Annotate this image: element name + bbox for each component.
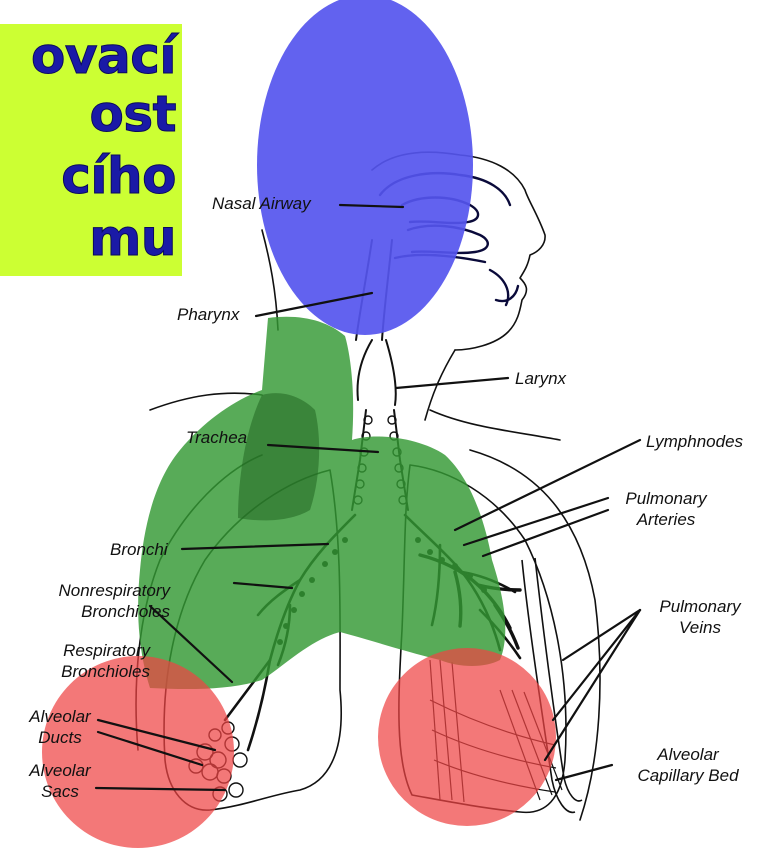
title-line-2: ost (89, 86, 176, 142)
label-alveolar-sacs-line-1: Alveolar (20, 760, 100, 781)
alveolar-region-right (378, 648, 556, 826)
neck-front (430, 410, 560, 440)
label-capillary-bed-line-1: Alveolar (620, 744, 756, 765)
label-pulmonary-arteries-line-1: Pulmonary (606, 488, 726, 509)
pulmonary-veins-leader-2 (553, 610, 640, 720)
title-line-1: ovací (31, 28, 176, 84)
label-pulmonary-arteries-line-2: Arteries (606, 509, 726, 530)
label-alveolar-ducts-line-1: Alveolar (20, 706, 100, 727)
label-nonrespiratory-line-2: Bronchioles (4, 601, 170, 622)
label-respiratory-line-2: Bronchioles (22, 661, 150, 682)
pulmonary-veins-leader-1 (563, 610, 640, 660)
label-alveolar-ducts-line-2: Ducts (20, 727, 100, 748)
label-pulmonary-veins-line-1: Pulmonary (640, 596, 760, 617)
label-trachea: Trachea (186, 427, 247, 448)
label-pulmonary-arteries: Pulmonary Arteries (606, 488, 726, 530)
title-line-3: cího (61, 148, 176, 204)
label-alveolar-sacs-line-2: Sacs (20, 781, 100, 802)
label-alveolar-capillary-bed: Alveolar Capillary Bed (620, 744, 756, 786)
extrathoracic-region (257, 0, 473, 335)
label-respiratory-bronchioles: Respiratory Bronchioles (22, 640, 150, 682)
label-pulmonary-veins-line-2: Veins (640, 617, 760, 638)
title-box: ovací ost cího mu (0, 24, 182, 276)
label-alveolar-sacs: Alveolar Sacs (20, 760, 100, 802)
label-pharynx: Pharynx (177, 304, 239, 325)
label-bronchi: Bronchi (110, 539, 168, 560)
title-line-4: mu (89, 210, 176, 266)
tracheobronchial-region (138, 317, 505, 689)
label-larynx: Larynx (515, 368, 566, 389)
alveolar-region-left (42, 656, 234, 848)
label-respiratory-line-1: Respiratory (22, 640, 150, 661)
label-nasal-airway: Nasal Airway (212, 193, 311, 214)
pulmonary-arteries-leader-1 (464, 498, 608, 545)
larynx-leader (396, 378, 508, 388)
pulmonary-veins-leader-3 (545, 610, 640, 760)
label-nonrespiratory-line-1: Nonrespiratory (4, 580, 170, 601)
label-lymphnodes: Lymphnodes (646, 431, 743, 452)
label-capillary-bed-line-2: Capillary Bed (620, 765, 756, 786)
label-nonrespiratory-bronchioles: Nonrespiratory Bronchioles (4, 580, 170, 622)
label-alveolar-ducts: Alveolar Ducts (20, 706, 100, 748)
label-pulmonary-veins: Pulmonary Veins (640, 596, 760, 638)
